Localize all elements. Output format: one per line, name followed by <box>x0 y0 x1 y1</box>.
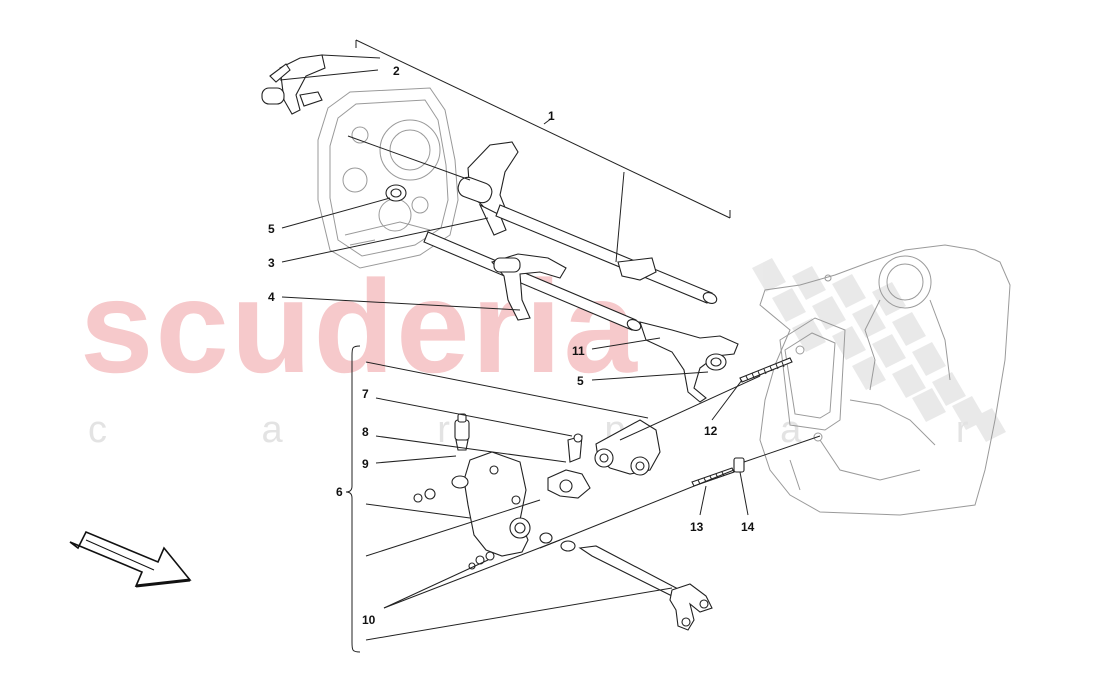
gearbox-housing <box>759 244 1011 516</box>
callout-5-right: 5 <box>577 374 584 388</box>
callout-labels: 1 2 3 4 5 5 6 7 8 9 10 11 12 13 14 <box>268 64 755 627</box>
shift-fork-4 <box>491 253 567 321</box>
shift-fork-11 <box>639 321 739 403</box>
callout-6: 6 <box>336 485 343 499</box>
bearing-5 <box>385 184 407 202</box>
shift-rod-lower <box>423 231 642 331</box>
callout-14: 14 <box>741 520 755 534</box>
interlock-assembly <box>413 413 713 631</box>
callout-5-left: 5 <box>268 222 275 236</box>
callout-1: 1 <box>548 109 555 123</box>
leader-lines <box>279 39 821 653</box>
shift-fork-2 <box>261 54 326 115</box>
callout-12: 12 <box>704 424 718 438</box>
checkered-flag-icon <box>752 258 1006 442</box>
callout-11: 11 <box>572 344 585 358</box>
callout-8: 8 <box>362 425 369 439</box>
callout-3: 3 <box>268 256 275 270</box>
watermark-subtitle: c a r p a r t s <box>88 409 1100 451</box>
callout-10: 10 <box>362 613 376 627</box>
front-direction-arrow-icon <box>69 530 192 588</box>
callout-2: 2 <box>393 64 400 78</box>
stud-13 <box>691 467 735 487</box>
shift-rod-upper <box>495 204 718 304</box>
shift-fork-3 <box>457 141 519 236</box>
nut-14 <box>733 457 745 473</box>
watermark-title: scuderia <box>80 253 639 400</box>
callout-9: 9 <box>362 457 369 471</box>
callout-13: 13 <box>690 520 704 534</box>
callout-7: 7 <box>362 387 369 401</box>
callout-4: 4 <box>268 290 275 304</box>
